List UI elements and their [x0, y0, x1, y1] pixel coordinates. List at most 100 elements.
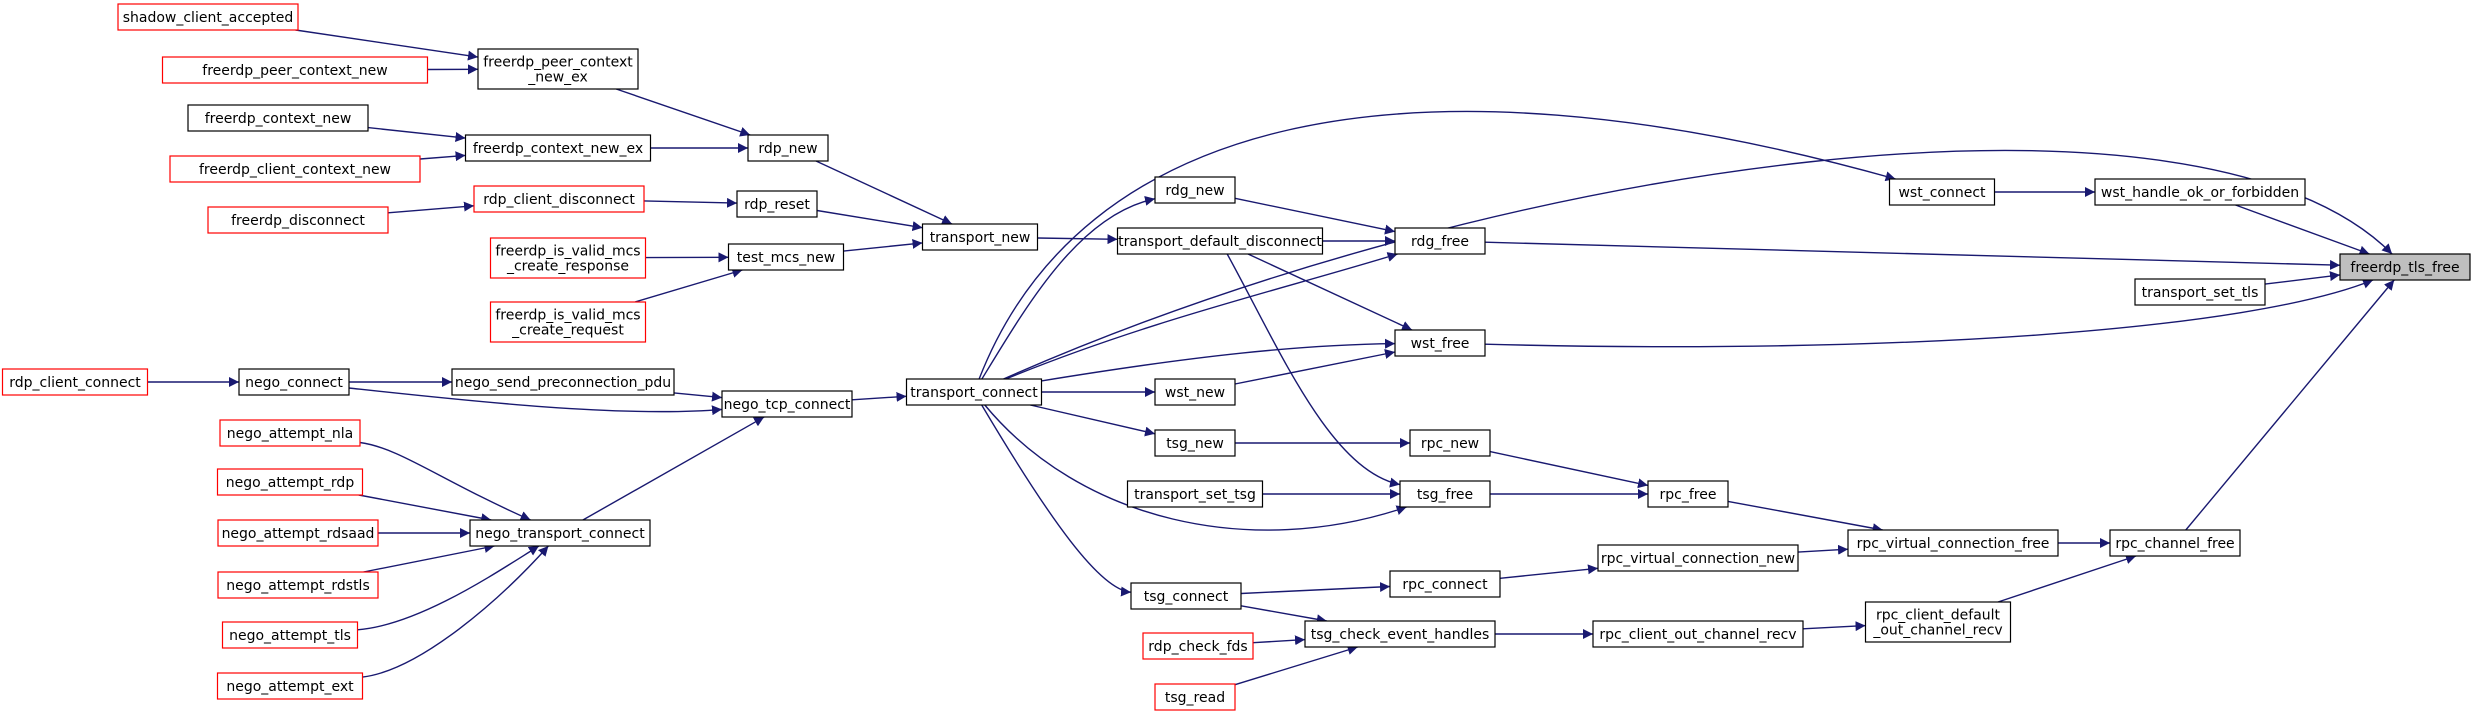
node-box-rpc_client_default_out_channel_recv[interactable]	[1864, 601, 2012, 643]
node-box-rpc_free[interactable]	[1647, 480, 1729, 508]
node-rpc_connect[interactable]: rpc_connect	[1389, 570, 1501, 598]
node-box-wst_new[interactable]	[1154, 378, 1236, 406]
node-rpc_client_out_channel_recv[interactable]: rpc_client_out_channel_recv	[1592, 620, 1804, 648]
node-nego_attempt_ext[interactable]: nego_attempt_ext	[216, 672, 364, 700]
node-freerdp_context_new[interactable]: freerdp_context_new	[187, 104, 369, 132]
node-nego_attempt_tls[interactable]: nego_attempt_tls	[221, 621, 359, 649]
node-nego_attempt_rdstls[interactable]: nego_attempt_rdstls	[217, 571, 379, 599]
node-wst_handle_ok_or_forbidden[interactable]: wst_handle_ok_or_forbidden	[2094, 178, 2306, 206]
node-box-tsg_check_event_handles[interactable]	[1304, 620, 1496, 648]
node-tsg_new[interactable]: tsg_new	[1154, 429, 1236, 457]
node-rpc_virtual_connection_new[interactable]: rpc_virtual_connection_new	[1597, 544, 1799, 572]
node-rdg_new[interactable]: rdg_new	[1154, 176, 1236, 204]
node-rdp_check_fds[interactable]: rdp_check_fds	[1142, 632, 1254, 660]
node-box-transport_new[interactable]	[921, 223, 1039, 251]
node-transport_new[interactable]: transport_new	[921, 223, 1039, 251]
node-tsg_free[interactable]: tsg_free	[1399, 480, 1491, 508]
node-box-transport_set_tsg[interactable]	[1126, 480, 1264, 508]
node-box-nego_transport_connect[interactable]	[469, 519, 651, 547]
node-box-rdp_client_connect[interactable]	[1, 368, 149, 396]
node-box-rdg_free[interactable]	[1394, 227, 1486, 255]
node-nego_attempt_nla[interactable]: nego_attempt_nla	[219, 419, 361, 447]
node-box-tsg_new[interactable]	[1154, 429, 1236, 457]
node-freerdp_peer_context_new[interactable]: freerdp_peer_context_new	[161, 56, 429, 84]
node-transport_set_tsg[interactable]: transport_set_tsg	[1126, 480, 1264, 508]
node-box-nego_tcp_connect[interactable]	[721, 390, 853, 418]
node-box-transport_connect[interactable]	[905, 378, 1043, 406]
node-box-freerdp_disconnect[interactable]	[207, 206, 389, 234]
node-tsg_connect[interactable]: tsg_connect	[1130, 582, 1242, 610]
node-rpc_client_default_out_channel_recv[interactable]: rpc_client_default_out_channel_recv	[1864, 601, 2012, 643]
node-box-freerdp_is_valid_mcs_create_request[interactable]	[489, 301, 647, 343]
node-box-freerdp_is_valid_mcs_create_response[interactable]	[489, 237, 647, 279]
node-rpc_channel_free[interactable]: rpc_channel_free	[2109, 529, 2241, 557]
node-box-wst_connect[interactable]	[1888, 178, 1996, 206]
node-box-rpc_new[interactable]	[1409, 429, 1491, 457]
node-box-rpc_client_out_channel_recv[interactable]	[1592, 620, 1804, 648]
node-box-nego_attempt_tls[interactable]	[221, 621, 359, 649]
node-freerdp_disconnect[interactable]: freerdp_disconnect	[207, 206, 389, 234]
node-freerdp_peer_context_new_ex[interactable]: freerdp_peer_context_new_ex	[477, 48, 639, 90]
node-transport_connect[interactable]: transport_connect	[905, 378, 1043, 406]
node-box-nego_attempt_rdp[interactable]	[216, 468, 364, 496]
node-wst_new[interactable]: wst_new	[1154, 378, 1236, 406]
node-box-nego_attempt_rdstls[interactable]	[217, 571, 379, 599]
node-box-rdp_reset[interactable]	[736, 190, 818, 218]
node-box-freerdp_context_new_ex[interactable]	[464, 134, 652, 162]
node-box-freerdp_tls_free[interactable]	[2339, 253, 2471, 281]
node-box-shadow_client_accepted[interactable]	[117, 3, 299, 31]
node-box-tsg_connect[interactable]	[1130, 582, 1242, 610]
node-nego_transport_connect[interactable]: nego_transport_connect	[469, 519, 651, 547]
node-rdp_reset[interactable]: rdp_reset	[736, 190, 818, 218]
node-freerdp_context_new_ex[interactable]: freerdp_context_new_ex	[464, 134, 652, 162]
node-box-test_mcs_new[interactable]	[727, 243, 845, 271]
node-rdp_new[interactable]: rdp_new	[747, 134, 829, 162]
node-box-rpc_virtual_connection_free[interactable]	[1847, 529, 2059, 557]
node-box-nego_attempt_ext[interactable]	[216, 672, 364, 700]
node-box-rdp_new[interactable]	[747, 134, 829, 162]
node-box-nego_send_preconnection_pdu[interactable]	[451, 368, 675, 396]
node-wst_free[interactable]: wst_free	[1394, 329, 1486, 357]
node-box-transport_set_tls[interactable]	[2134, 278, 2266, 306]
node-tsg_check_event_handles[interactable]: tsg_check_event_handles	[1304, 620, 1496, 648]
node-wst_connect[interactable]: wst_connect	[1888, 178, 1996, 206]
node-rdp_client_disconnect[interactable]: rdp_client_disconnect	[473, 185, 645, 213]
node-box-rpc_connect[interactable]	[1389, 570, 1501, 598]
node-transport_set_tls[interactable]: transport_set_tls	[2134, 278, 2266, 306]
node-nego_connect[interactable]: nego_connect	[238, 368, 350, 396]
node-nego_send_preconnection_pdu[interactable]: nego_send_preconnection_pdu	[451, 368, 675, 396]
node-freerdp_is_valid_mcs_create_request[interactable]: freerdp_is_valid_mcs_create_request	[489, 301, 647, 343]
node-shadow_client_accepted[interactable]: shadow_client_accepted	[117, 3, 299, 31]
node-box-freerdp_peer_context_new[interactable]	[161, 56, 429, 84]
node-box-rdp_check_fds[interactable]	[1142, 632, 1254, 660]
node-box-transport_default_disconnect[interactable]	[1116, 227, 1324, 255]
node-box-rdg_new[interactable]	[1154, 176, 1236, 204]
node-transport_default_disconnect[interactable]: transport_default_disconnect	[1116, 227, 1324, 255]
node-box-wst_free[interactable]	[1394, 329, 1486, 357]
node-box-freerdp_peer_context_new_ex[interactable]	[477, 48, 639, 90]
node-box-tsg_read[interactable]	[1154, 683, 1236, 711]
node-box-freerdp_context_new[interactable]	[187, 104, 369, 132]
node-box-wst_handle_ok_or_forbidden[interactable]	[2094, 178, 2306, 206]
node-box-tsg_free[interactable]	[1399, 480, 1491, 508]
node-nego_tcp_connect[interactable]: nego_tcp_connect	[721, 390, 853, 418]
node-rdp_client_connect[interactable]: rdp_client_connect	[1, 368, 149, 396]
node-freerdp_client_context_new[interactable]: freerdp_client_context_new	[169, 155, 421, 183]
node-box-nego_attempt_nla[interactable]	[219, 419, 361, 447]
node-box-rpc_channel_free[interactable]	[2109, 529, 2241, 557]
node-box-nego_attempt_rdsaad[interactable]	[217, 519, 379, 547]
node-freerdp_is_valid_mcs_create_response[interactable]: freerdp_is_valid_mcs_create_response	[489, 237, 647, 279]
node-box-nego_connect[interactable]	[238, 368, 350, 396]
node-rpc_virtual_connection_free[interactable]: rpc_virtual_connection_free	[1847, 529, 2059, 557]
node-rpc_new[interactable]: rpc_new	[1409, 429, 1491, 457]
node-nego_attempt_rdsaad[interactable]: nego_attempt_rdsaad	[217, 519, 379, 547]
node-nego_attempt_rdp[interactable]: nego_attempt_rdp	[216, 468, 364, 496]
node-test_mcs_new[interactable]: test_mcs_new	[727, 243, 845, 271]
node-box-freerdp_client_context_new[interactable]	[169, 155, 421, 183]
node-tsg_read[interactable]: tsg_read	[1154, 683, 1236, 711]
node-rdg_free[interactable]: rdg_free	[1394, 227, 1486, 255]
node-rpc_free[interactable]: rpc_free	[1647, 480, 1729, 508]
node-box-rpc_virtual_connection_new[interactable]	[1597, 544, 1799, 572]
node-freerdp_tls_free[interactable]: freerdp_tls_free	[2339, 253, 2471, 281]
node-box-rdp_client_disconnect[interactable]	[473, 185, 645, 213]
